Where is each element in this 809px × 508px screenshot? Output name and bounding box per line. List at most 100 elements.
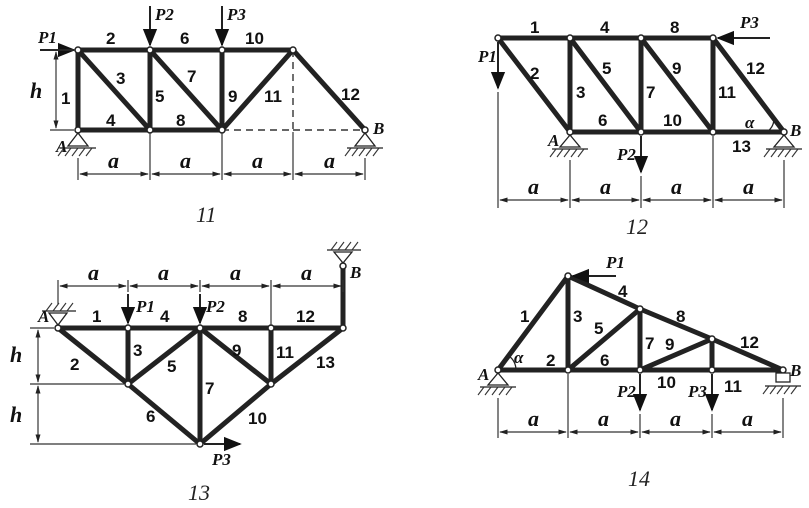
bar-13-13 [268,325,346,387]
figure-number: 11 [196,202,216,227]
dimension-label: a [670,406,681,431]
dimension-label: a [301,260,312,285]
bar-12-5 [567,35,644,135]
bar-label: 10 [248,409,267,428]
dimension-label: a [528,406,539,431]
bar-label: 2 [70,355,79,374]
bar-13-6 [125,381,203,447]
dimension-label: h [10,402,22,427]
force-label: P2 [616,145,636,164]
bar-label: 12 [746,59,765,78]
bar-14-8 [637,306,715,342]
pin-support-icon [42,302,76,327]
bar-12-9 [638,35,716,135]
bar-label: 1 [520,307,529,326]
force-label: P3 [687,382,707,401]
bar-label: 1 [92,307,101,326]
bar-label: 4 [618,282,628,301]
bar-label: 6 [146,407,155,426]
bar-label: 13 [732,137,751,156]
bar-label: 6 [180,29,189,48]
bar-label: 11 [264,87,282,106]
pin-support-icon [549,133,588,158]
bar-label: 2 [106,29,115,48]
roller-support-icon [762,372,801,395]
dimension-lines-13 [30,280,344,445]
bar-label: 7 [646,83,655,102]
bar-13-2 [55,325,131,387]
bar-label: 10 [663,111,682,130]
dimension-label: h [10,342,22,367]
truss-figure-12: 1 2 3 4 5 6 7 8 9 10 11 12 13 α P1 P2 P3… [477,13,802,239]
dimension-label: a [108,148,119,173]
bar-label: 9 [665,335,674,354]
truss-figure-13: 1 2 3 4 5 6 7 8 9 10 11 12 13 P1 P2 P3 A… [10,241,361,505]
dimension-label: a [743,174,754,199]
bar-label: 3 [116,69,125,88]
support-label: B [372,119,384,138]
angle-label: α [514,348,524,367]
bar-label: 4 [106,111,116,130]
bar-13-5 [125,325,203,387]
dimension-label: a [230,260,241,285]
bar-label: 10 [657,373,676,392]
support-label: B [789,121,801,140]
bar-label: 11 [276,343,294,362]
bar-label: 7 [645,334,654,353]
bar-label: 5 [155,87,164,106]
bar-label: 7 [187,67,196,86]
dimension-lines-12 [497,92,785,208]
force-label: P2 [154,5,174,24]
dimension-label: a [671,174,682,199]
pin-support-icon [327,241,361,270]
truss-figure-14: 1 2 3 4 5 6 7 8 9 10 11 12 α P1 P2 P3 A … [477,253,801,491]
dimension-lines-14 [497,374,784,438]
force-label: P1 [605,253,625,272]
bar-14-12 [709,336,786,373]
dimension-label: a [528,174,539,199]
bar-label: 5 [167,357,176,376]
force-label: P2 [205,297,225,316]
bar-label: 8 [176,111,185,130]
bar-label: 6 [598,111,607,130]
dimension-label: h [30,78,42,103]
bar-14-1 [495,273,571,373]
bar-label: 7 [205,379,214,398]
bar-label: 12 [341,85,360,104]
bar-11-7 [147,47,225,133]
bar-label: 8 [238,307,247,326]
figure-number: 12 [626,214,648,239]
force-label: P1 [477,47,497,66]
pin-support-icon [763,133,802,158]
bar-label: 8 [676,307,685,326]
dimension-label: a [742,406,753,431]
dimension-label: a [158,260,169,285]
support-label: A [477,365,489,384]
bar-12-12 [710,35,787,135]
support-label: B [349,263,361,282]
angle-label: α [745,113,755,132]
dimension-label: a [88,260,99,285]
bar-label: 1 [61,89,70,108]
support-label: A [55,137,67,156]
bar-label: 5 [602,59,611,78]
bar-label: 4 [160,307,170,326]
dimension-label: a [598,406,609,431]
dimension-label: a [600,174,611,199]
bar-13-9 [197,325,274,387]
angle-arc [766,118,775,133]
bar-label: 6 [600,351,609,370]
force-label: P3 [226,5,246,24]
bar-11-11 [219,47,296,133]
bar-14-9 [637,336,715,373]
bar-label: 13 [316,353,335,372]
force-label: P3 [211,450,231,469]
bar-label: 1 [530,18,539,37]
angle-arc [508,355,517,371]
dimension-label: a [180,148,191,173]
bar-label: 2 [546,351,555,370]
bar-label: 3 [573,307,582,326]
dimension-lines-11 [50,49,366,180]
pin-support-icon [344,126,383,157]
